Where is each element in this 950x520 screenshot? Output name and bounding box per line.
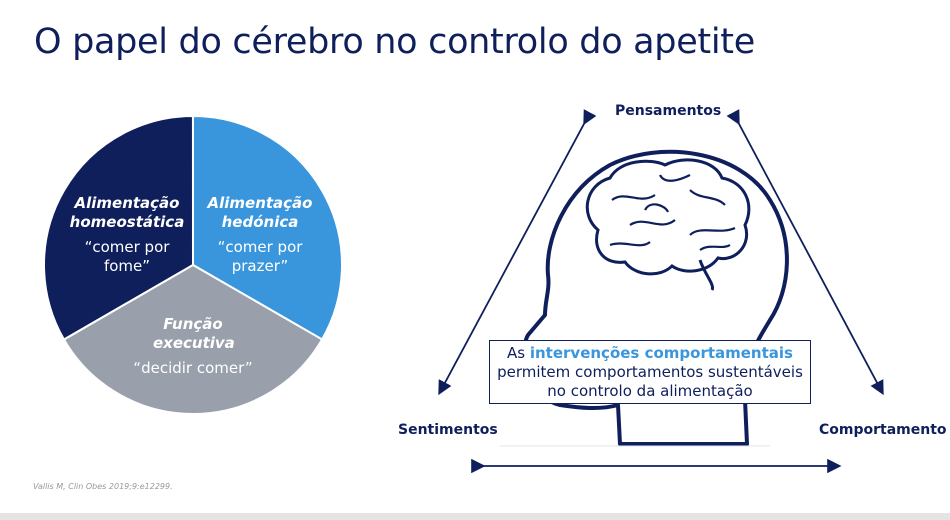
intervention-callout: As intervenções comportamentais permitem… <box>489 340 811 404</box>
slice-subtitle: “comer por <box>217 238 303 256</box>
slice-subtitle: “decidir comer” <box>133 359 253 377</box>
slice-title: Alimentação homeostática <box>69 194 185 231</box>
pie-chart <box>43 114 343 415</box>
slice-title: Função executiva <box>153 315 235 352</box>
callout-prefix: As <box>507 344 530 362</box>
brain-icon <box>585 158 751 291</box>
slice-subtitle: fome” <box>103 257 151 275</box>
pie-slice-homeostatic <box>43 114 195 341</box>
slice-subtitle: prazer” <box>231 257 289 275</box>
slice-subtitle: “comer por <box>84 238 170 256</box>
slice-label-executive: Função executiva “decidir comer” <box>123 315 263 378</box>
slice-title: Alimentação hedónica <box>207 194 313 231</box>
label-pensamentos: Pensamentos <box>615 103 722 119</box>
pie-slice-hedonic <box>191 114 343 341</box>
slide-title: O papel do cérebro no controlo do apetit… <box>34 22 755 62</box>
callout-highlight: intervenções comportamentais <box>529 344 793 362</box>
arrow-pensamentos-sentimentos <box>438 109 597 396</box>
slice-label-hedonic: Alimentação hedónica “comer por prazer” <box>200 194 320 276</box>
bottom-bar <box>0 513 950 520</box>
arrow-pensamentos-comportamento <box>726 109 884 396</box>
pie-slice-executive <box>62 263 324 415</box>
slice-label-homeostatic: Alimentação homeostática “comer por fome… <box>62 194 192 276</box>
citation: Vallis M, Clin Obes 2019;9:e12299. <box>33 482 173 491</box>
label-sentimentos: Sentimentos <box>398 422 498 438</box>
callout-text: permitem comportamentos sustentáveis no … <box>497 363 803 400</box>
label-comportamento: Comportamento <box>819 422 947 438</box>
